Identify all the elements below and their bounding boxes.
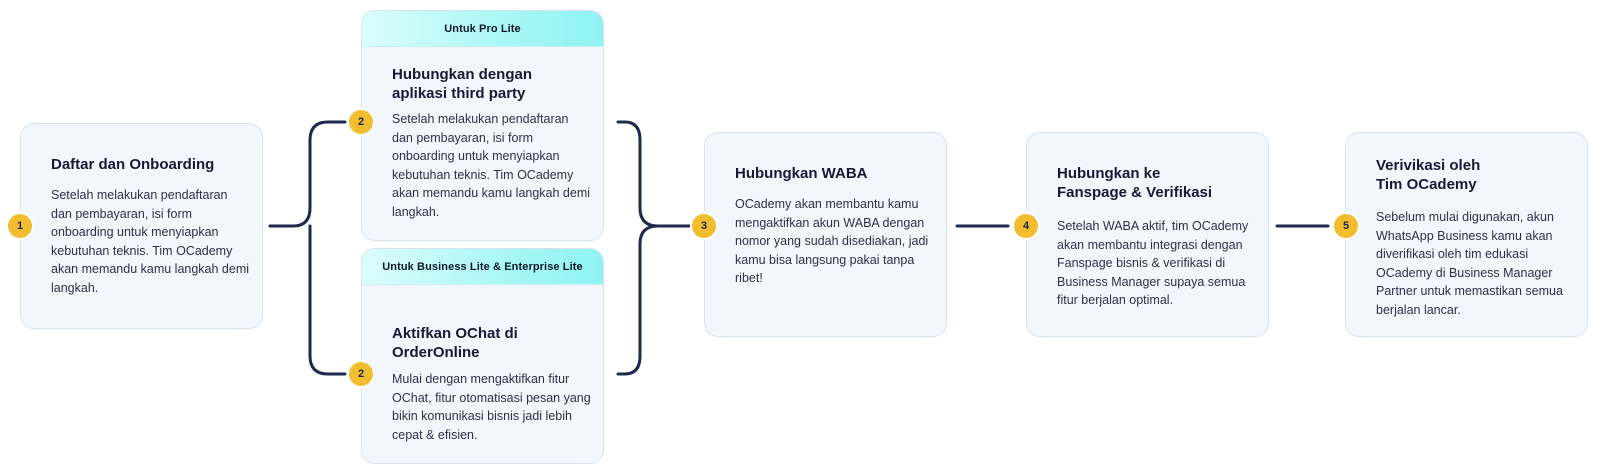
step-2a-card: Untuk Pro Lite Hubungkan dengan aplikasi… [361, 10, 604, 241]
step-1-title: Daftar dan Onboarding [51, 156, 215, 173]
step-5-title: Verivikasi oleh Tim OCademy [1376, 157, 1481, 193]
step-2b-title: Aktifkan OChat di OrderOnline [392, 325, 518, 361]
step-2a-badge: 2 [349, 110, 373, 134]
step-2a-header: Untuk Pro Lite [362, 11, 603, 47]
step-5-badge: 5 [1334, 214, 1358, 238]
step-3-title: Hubungkan WABA [735, 165, 868, 182]
step-4-title: Hubungkan ke Fanspage & Verifikasi [1057, 165, 1213, 201]
step-2b-badge: 2 [349, 362, 373, 386]
step-3-card: Hubungkan WABA OCademy akan membantu kam… [704, 132, 947, 337]
step-3-badge: 3 [692, 214, 716, 238]
step-2b-card: Untuk Business Lite & Enterprise Lite Ak… [361, 248, 604, 464]
step-1-badge: 1 [8, 214, 32, 238]
step-4-card: Hubungkan ke Fanspage & Verifikasi Setel… [1026, 132, 1269, 337]
step-1-description: Setelah melakukan pendaftaran dan pembay… [51, 188, 250, 295]
step-1-card: Daftar dan Onboarding Setelah melakukan … [20, 123, 263, 329]
connector-branch-step3 [616, 120, 692, 376]
step-2a-title: Hubungkan dengan aplikasi third party [392, 66, 532, 102]
step-2b-description: Mulai dengan mengaktifkan fitur OChat, f… [392, 372, 591, 442]
step-2b-header: Untuk Business Lite & Enterprise Lite [362, 249, 603, 285]
step-4-badge: 4 [1014, 214, 1038, 238]
step-5-card: Verivikasi oleh Tim OCademy Sebelum mula… [1345, 132, 1588, 337]
step-3-description: OCademy akan membantu kamu mengaktifkan … [735, 197, 929, 285]
connector-step1-branch [268, 120, 347, 376]
step-4-description: Setelah WABA aktif, tim OCademy akan mem… [1057, 219, 1249, 307]
step-5-description: Sebelum mulai digunakan, akun WhatsApp B… [1376, 210, 1563, 317]
step-2a-description: Setelah melakukan pendaftaran dan pembay… [392, 112, 591, 219]
